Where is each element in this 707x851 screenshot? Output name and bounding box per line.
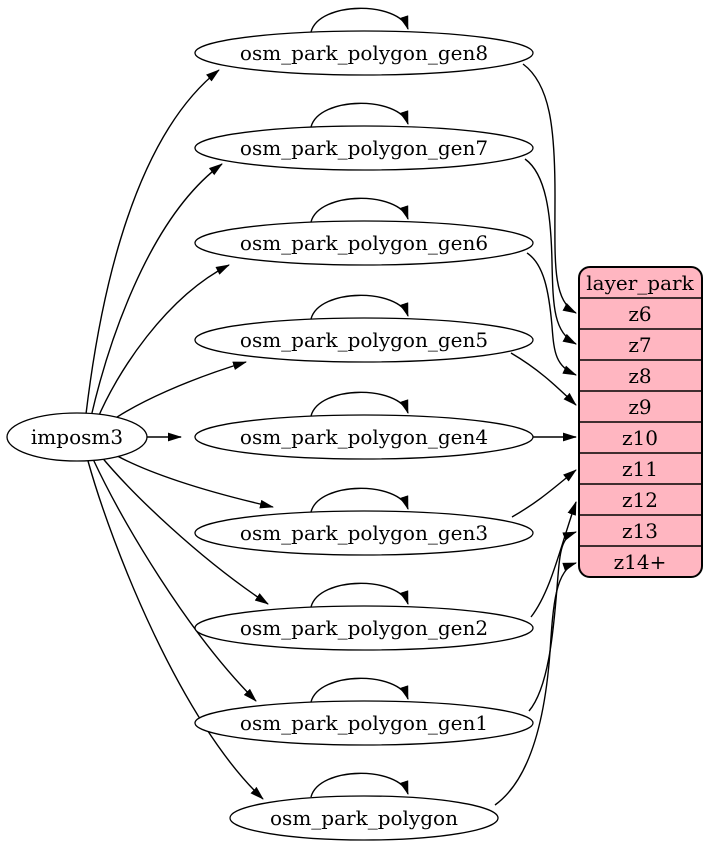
imposm3-ellipse <box>6 412 148 462</box>
osm-park-polygon-ellipse <box>229 795 499 841</box>
edge-imposm3-to-gen2 <box>99 454 269 605</box>
imposm3-label: imposm3 <box>31 425 123 449</box>
row-z13: z13 <box>622 519 658 543</box>
edge-imposm3-to-gen1 <box>92 458 257 702</box>
gen6-label: osm_park_polygon_gen6 <box>240 231 488 255</box>
osm-park-polygon-label: osm_park_polygon <box>270 806 458 830</box>
node-gen8: osm_park_polygon_gen8 <box>194 30 534 76</box>
edge-gen6-to-z8 <box>526 252 577 376</box>
gen2-ellipse <box>194 605 534 651</box>
row-z6: z6 <box>628 302 651 326</box>
row-z10: z10 <box>622 426 658 450</box>
row-z12: z12 <box>622 488 658 512</box>
edge-gen5-to-z9 <box>510 352 577 406</box>
gen4-ellipse <box>194 414 534 460</box>
node-imposm3: imposm3 <box>6 412 148 462</box>
node-gen6: osm_park_polygon_gen6 <box>194 220 534 266</box>
gen2-label: osm_park_polygon_gen2 <box>240 616 488 640</box>
self-loop-gen6 <box>310 197 409 223</box>
edge-imposm3-to-gen3 <box>106 449 274 509</box>
gen3-ellipse <box>194 510 534 556</box>
row-z14plus: z14+ <box>614 550 667 574</box>
edge-gen3-to-z11 <box>511 469 577 518</box>
self-loop-gen3 <box>310 487 409 513</box>
gen4-label: osm_park_polygon_gen4 <box>240 425 488 449</box>
edge-imposm3-to-gen7 <box>90 163 223 418</box>
self-loop-gen8 <box>310 7 409 33</box>
self-loop-osm-park-polygon <box>310 772 409 798</box>
gen8-ellipse <box>194 30 534 76</box>
edge-gen7-to-z7 <box>524 158 577 345</box>
gen3-label: osm_park_polygon_gen3 <box>240 521 488 545</box>
gen5-ellipse <box>194 317 534 363</box>
edge-imposm3-to-gen5 <box>106 361 247 425</box>
node-gen5: osm_park_polygon_gen5 <box>194 317 534 363</box>
gen1-ellipse <box>194 700 534 746</box>
node-layer-park: layer_park z6 z7 z8 z9 z10 z11 z12 z13 z… <box>578 266 703 578</box>
row-z9: z9 <box>628 395 651 419</box>
node-gen3: osm_park_polygon_gen3 <box>194 510 534 556</box>
edge-osm-park-polygon-to-z14 <box>494 562 577 806</box>
row-z7: z7 <box>628 333 651 357</box>
gen6-ellipse <box>194 220 534 266</box>
node-gen2: osm_park_polygon_gen2 <box>194 605 534 651</box>
self-loop-gen4 <box>310 391 409 417</box>
node-gen1: osm_park_polygon_gen1 <box>194 700 534 746</box>
node-gen7: osm_park_polygon_gen7 <box>194 125 534 171</box>
gen7-ellipse <box>194 125 534 171</box>
edge-imposm3-to-gen6 <box>96 264 230 421</box>
edge-imposm3-to-osm-park-polygon <box>87 460 264 800</box>
self-loop-gen7 <box>310 102 409 128</box>
layer-park-header: layer_park <box>586 271 694 295</box>
gen8-label: osm_park_polygon_gen8 <box>240 41 488 65</box>
row-z11: z11 <box>622 457 658 481</box>
edge-gen8-to-z6 <box>522 63 577 314</box>
self-loop-gen2 <box>310 582 409 608</box>
self-loop-gen1 <box>310 677 409 703</box>
self-loop-gen5 <box>310 294 409 320</box>
row-z8: z8 <box>628 364 651 388</box>
gen1-label: osm_park_polygon_gen1 <box>240 711 488 735</box>
edge-imposm3-to-gen8 <box>85 69 220 415</box>
gen5-label: osm_park_polygon_gen5 <box>240 328 488 352</box>
node-osm-park-polygon: osm_park_polygon <box>229 795 499 841</box>
edge-gen2-to-z12 <box>530 501 577 618</box>
gen7-label: osm_park_polygon_gen7 <box>240 136 488 160</box>
node-gen4: osm_park_polygon_gen4 <box>194 414 534 460</box>
